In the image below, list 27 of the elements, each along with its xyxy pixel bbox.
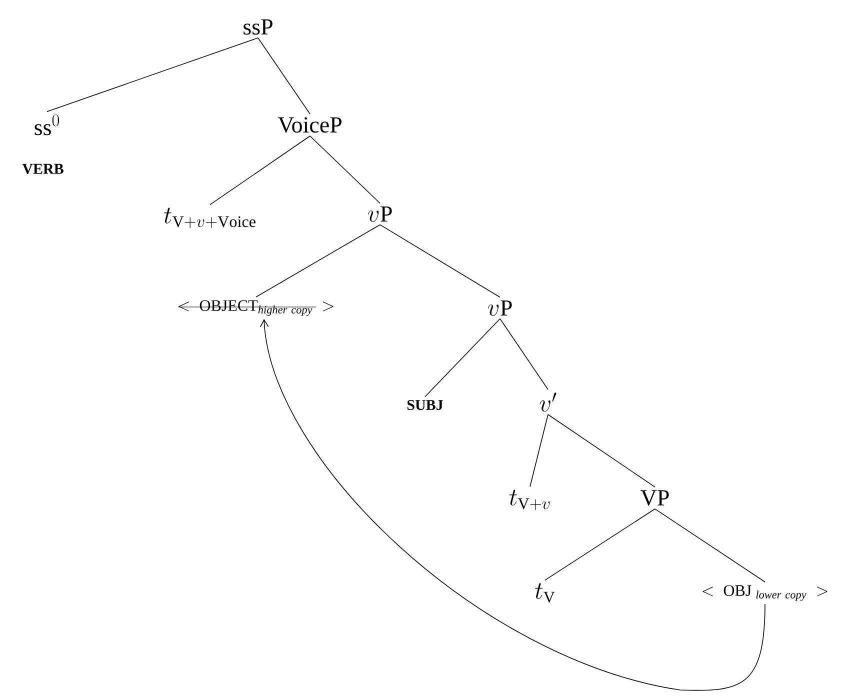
tree-branch bbox=[530, 414, 548, 488]
tree-branch bbox=[258, 37, 310, 114]
gloss-label: VERB bbox=[22, 164, 64, 174]
trace-label: $t_{\mathrm{V}+v+\mathrm{Voice}}$ bbox=[164, 208, 256, 228]
word-label: SUBJ bbox=[407, 400, 443, 410]
tree-branch bbox=[548, 414, 656, 488]
tree-branch bbox=[46, 37, 258, 112]
phrase-label: ssP bbox=[244, 19, 272, 35]
trace-label: $t_{\mathrm{V}+v}$ bbox=[509, 490, 550, 510]
tree-branch bbox=[256, 224, 380, 298]
tree-branch bbox=[210, 136, 310, 206]
phrase-label: $v\mathrm{P}$ bbox=[488, 300, 512, 316]
head-label: $\mathrm{ss}^{0}$ bbox=[34, 114, 59, 136]
copy-label: $<\ \mathrm{OBJ}\ _{\mathit{lower\ copy}}\ >$ bbox=[702, 585, 828, 601]
tree-branch bbox=[500, 318, 548, 390]
phrase-label: $v'$ bbox=[540, 392, 556, 412]
tree-branch bbox=[544, 508, 656, 581]
phrase-label: VP bbox=[640, 490, 669, 506]
phrase-label: VoiceP bbox=[278, 117, 342, 133]
trace-label: $t_{\mathrm{V}}$ bbox=[535, 583, 555, 603]
tree-branch bbox=[380, 224, 500, 298]
tree-branch bbox=[654, 508, 766, 582]
movement-arrow bbox=[260, 319, 766, 691]
tree-branch bbox=[424, 318, 500, 398]
struck-copy-label: $<\ \mathrm{OBJECT}_{\mathit{higher\ copy}}\ >$ bbox=[178, 300, 334, 316]
phrase-label: $v\mathrm{P}$ bbox=[368, 206, 392, 222]
tree-branch bbox=[310, 136, 380, 204]
